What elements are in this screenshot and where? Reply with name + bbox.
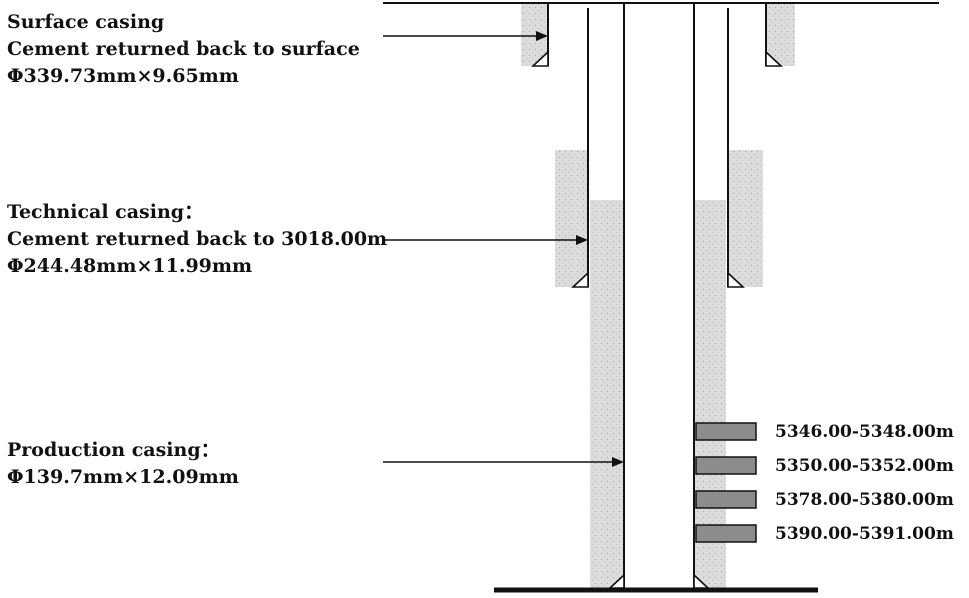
technical-cement-right [728, 150, 763, 287]
perforation-bar-4 [695, 524, 757, 543]
perforation-label-1: 5346.00-5348.00m [775, 422, 954, 442]
technical-casing-shoe-left [570, 271, 589, 288]
technical-casing-spec: Φ244.48mm×11.99mm [7, 255, 253, 277]
perforation-bar-1 [695, 422, 757, 441]
surface-casing-shoe-left [530, 50, 549, 67]
surface-casing-label: Surface casing Cement returned back to s… [7, 9, 360, 90]
perforation-bar-2 [695, 456, 757, 475]
surface-casing-cement: Cement returned back to surface [7, 38, 360, 60]
technical-cement-left [555, 150, 588, 287]
production-cement-right [694, 200, 726, 588]
technical-casing-label: Technical casing： Cement returned back t… [7, 199, 387, 280]
perforation-bars [695, 422, 757, 543]
surface-casing-shoe-right [765, 50, 784, 67]
production-casing-label: Production casing： Φ139.7mm×12.09mm [7, 437, 239, 491]
perforation-label-2: 5350.00-5352.00m [775, 456, 954, 476]
technical-casing-cement: Cement returned back to 3018.00m [7, 228, 388, 250]
surface-casing-title: Surface casing [7, 11, 165, 33]
perforation-label-3: 5378.00-5380.00m [775, 490, 954, 510]
technical-casing-arrow [383, 235, 588, 245]
technical-casing-title: Technical casing： [7, 201, 204, 223]
surface-casing-spec: Φ339.73mm×9.65mm [7, 65, 239, 87]
perforation-bar-3 [695, 490, 757, 509]
technical-casing-shoe-right [727, 271, 746, 288]
perforation-label-4: 5390.00-5391.00m [775, 524, 954, 544]
production-casing-title: Production casing： [7, 439, 220, 461]
surface-casing-arrow [383, 31, 548, 41]
production-cement-left [590, 200, 623, 588]
production-casing-spec: Φ139.7mm×12.09mm [7, 466, 239, 488]
production-casing-arrow [383, 457, 624, 467]
